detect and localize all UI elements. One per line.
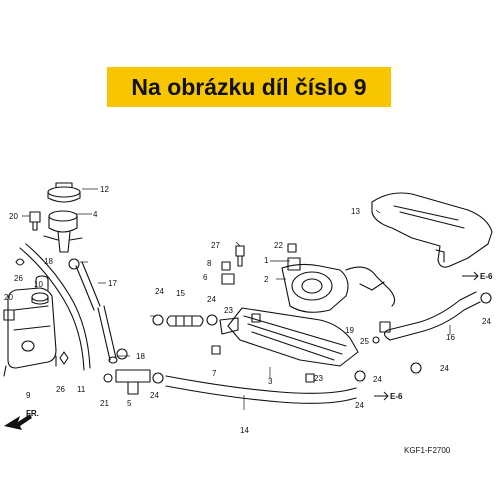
callout-20: 20 [9, 212, 18, 221]
callout-5: 5 [127, 399, 132, 408]
callout-15: 15 [176, 289, 185, 298]
drawing-code: KGF1-F2700 [404, 446, 451, 455]
callout-24-g: 24 [373, 375, 382, 384]
callout-6: 6 [203, 273, 208, 282]
arrow-e6-icon [462, 271, 479, 281]
callout-9: 9 [26, 391, 31, 400]
callout-4: 4 [93, 210, 98, 219]
callout-23-b: 23 [314, 374, 323, 383]
fr-label: FR. [26, 409, 39, 418]
callout-20-lower: 20 [4, 293, 13, 302]
callout-19: 19 [345, 326, 354, 335]
callout-26: 26 [14, 274, 23, 283]
part-banner: Na obrázku díl číslo 9 [107, 67, 391, 107]
ref-e6-bottom: E-6 [390, 392, 403, 401]
callout-24-b: 24 [207, 295, 216, 304]
callout-10: 10 [34, 280, 43, 289]
callout-24-c: 24 [482, 317, 491, 326]
callout-1: 1 [264, 256, 269, 265]
callout-2: 2 [264, 275, 269, 284]
callout-24-a: 24 [155, 287, 164, 296]
callout-17: 17 [108, 279, 117, 288]
callout-27: 27 [211, 241, 220, 250]
callout-16: 16 [446, 333, 455, 342]
callout-22: 22 [274, 241, 283, 250]
ref-e6-top: E-6 [480, 272, 493, 281]
callout-3: 3 [268, 377, 273, 386]
banner-text: Na obrázku díl číslo 9 [131, 73, 367, 100]
callout-21: 21 [100, 399, 109, 408]
callout-11: 11 [77, 385, 86, 394]
callout-13: 13 [351, 207, 360, 216]
callout-14: 14 [240, 426, 249, 435]
callout-18: 18 [44, 257, 53, 266]
arrow-fr-icon [4, 414, 32, 430]
callout-23-a: 23 [224, 306, 233, 315]
callout-24-e: 24 [355, 401, 364, 410]
callout-24-d: 24 [440, 364, 449, 373]
callout-8: 8 [207, 259, 212, 268]
callout-18-lower: 18 [136, 352, 145, 361]
callout-24-f: 24 [150, 391, 159, 400]
callout-7: 7 [212, 369, 217, 378]
callout-25: 25 [360, 337, 369, 346]
callout-12: 12 [100, 185, 109, 194]
reservoir-tank [7, 287, 57, 369]
callout-26-lower: 26 [56, 385, 65, 394]
